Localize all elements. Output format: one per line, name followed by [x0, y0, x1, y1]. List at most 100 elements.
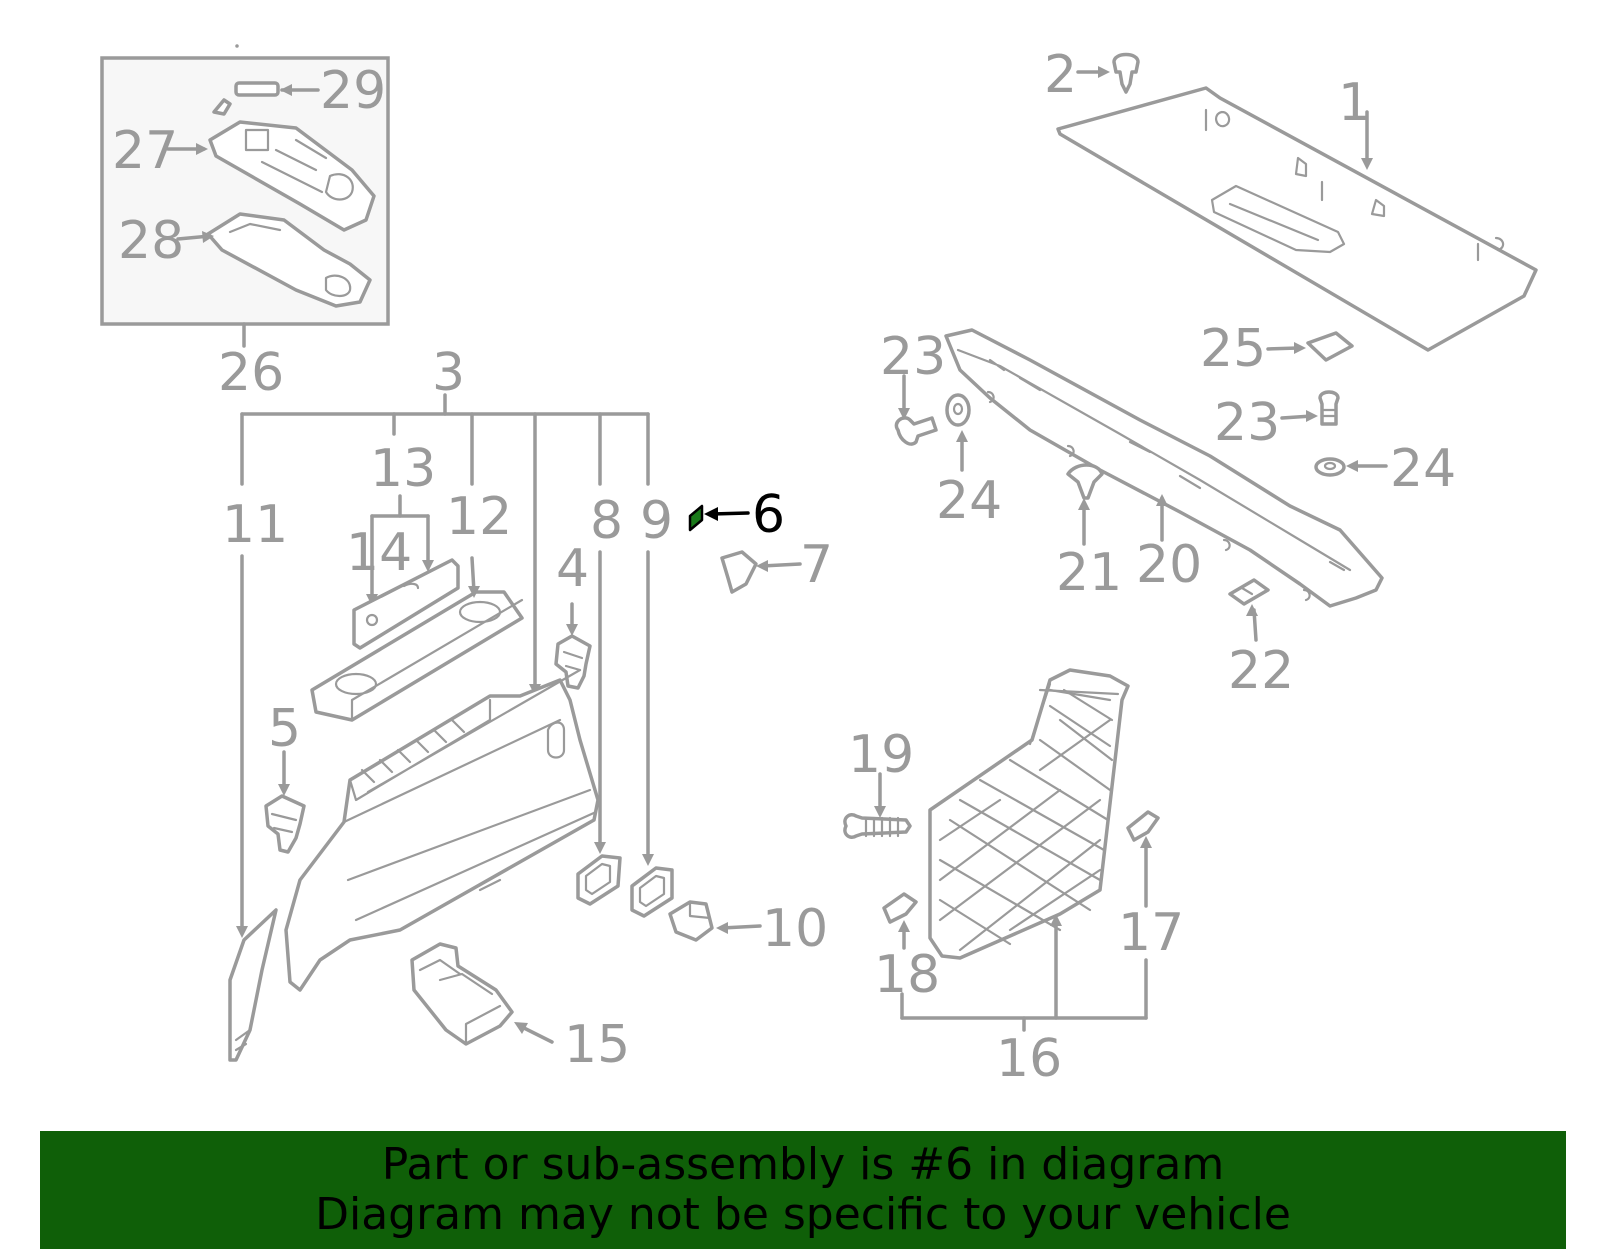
- part-20-outline: [944, 328, 1384, 608]
- callout-8: 8: [590, 491, 623, 551]
- leader-10: [720, 924, 762, 930]
- part-24-right-shape: [1314, 457, 1346, 477]
- arrowhead-22: [1246, 604, 1258, 616]
- arrowhead-6: [704, 507, 718, 521]
- callout-22: 22: [1228, 641, 1294, 701]
- callout-21: 21: [1056, 543, 1122, 603]
- part-4-clip: [554, 602, 592, 690]
- part-11-shape: [228, 908, 278, 1062]
- arrowhead-23-right: [1306, 410, 1318, 422]
- callout-29: 29: [320, 61, 386, 121]
- part-28-detail: [228, 222, 352, 298]
- part-25-cap: [1266, 331, 1354, 362]
- part-17-hook: [1126, 810, 1160, 908]
- arrowhead-28: [202, 231, 214, 243]
- part-9-shape: [630, 866, 674, 918]
- part-12-cupholder: [310, 556, 524, 722]
- part-20-rail-trim: [944, 328, 1384, 608]
- part-24-washer-right: [1314, 457, 1388, 477]
- part-3-side-panel: [284, 668, 600, 992]
- part-18-hook: [882, 892, 918, 950]
- arrowhead-25: [1294, 342, 1306, 354]
- part-5-shape: [264, 794, 306, 854]
- part-22-clip: [1228, 578, 1270, 642]
- leader-25: [1266, 346, 1300, 351]
- callout-14: 14: [346, 523, 412, 583]
- inset-box-overhead-console: [100, 44, 390, 326]
- part-20-detail: [956, 348, 1352, 602]
- part-14-screw: [365, 613, 379, 627]
- callout-12: 12: [446, 487, 512, 547]
- callout-7: 7: [800, 535, 833, 595]
- part-29-clip: [234, 81, 280, 97]
- callout-27: 27: [112, 121, 178, 181]
- part-2-clip: [1076, 52, 1140, 94]
- part-6-highlighted: [688, 504, 750, 532]
- part-3-outline: [284, 678, 600, 992]
- part-15-bracket: [410, 942, 554, 1046]
- callout-3: 3: [432, 343, 465, 403]
- arrowhead-23-left: [898, 408, 910, 420]
- part-17-shape: [1126, 810, 1160, 842]
- callout-24-left: 24: [936, 471, 1002, 531]
- part-23-bolt-left: [894, 374, 938, 446]
- part-1-details: [1204, 108, 1505, 262]
- arrowhead-21: [1078, 498, 1090, 510]
- part-13-shape: [352, 558, 460, 650]
- part-21-push-pin: [1066, 463, 1104, 546]
- part-27-detail: [244, 128, 354, 201]
- bracket-3: [240, 393, 650, 696]
- callout-6: 6: [752, 485, 785, 545]
- part-6-shape: [688, 504, 704, 532]
- callout-15: 15: [564, 1015, 630, 1075]
- callout-16: 16: [996, 1029, 1062, 1089]
- info-banner: Part or sub-assembly is #6 in diagram Di…: [40, 1131, 1566, 1249]
- part-24-left-shape: [945, 393, 971, 427]
- leader-7: [760, 562, 802, 568]
- callout-26: 26: [218, 343, 284, 403]
- part-4-shape: [554, 634, 592, 690]
- part-24-washer-left: [945, 393, 971, 472]
- callout-20: 20: [1136, 535, 1202, 595]
- banner-line-disclaimer: Diagram may not be specific to your vehi…: [315, 1189, 1291, 1240]
- callout-23-left: 23: [880, 327, 946, 387]
- callout-9: 9: [640, 491, 673, 551]
- arrowhead-20: [1156, 494, 1168, 506]
- callout-23-right: 23: [1214, 393, 1280, 453]
- callout-11: 11: [222, 495, 288, 555]
- part-29-hook: [212, 98, 232, 116]
- part-13-cover: [352, 558, 460, 650]
- arrowhead-27: [196, 143, 208, 155]
- arrowhead-29: [280, 84, 292, 96]
- part-16-mesh: [938, 688, 1114, 952]
- callout-24-right: 24: [1390, 439, 1456, 499]
- part-5-clip: [264, 750, 306, 854]
- callout-1: 1: [1338, 73, 1371, 133]
- part-1-outline: [1056, 86, 1538, 352]
- part-12-cup-2: [334, 672, 378, 696]
- part-25-shape: [1306, 331, 1354, 362]
- arrowhead-1: [1361, 158, 1373, 170]
- part-19-screw: [843, 772, 912, 839]
- callout-4: 4: [556, 539, 589, 599]
- callout-18: 18: [874, 945, 940, 1005]
- part-28-lens: [206, 212, 372, 308]
- arrowhead-24-left: [956, 430, 968, 442]
- leader-15: [518, 1024, 554, 1044]
- callout-10: 10: [762, 899, 828, 959]
- callout-28: 28: [118, 211, 184, 271]
- arrowhead-24-right: [1346, 460, 1358, 472]
- callout-labels: 1 2 3 4 5 6 7 8 9 10 11 12 13 14 15 16 1…: [112, 45, 1456, 1089]
- part-2-shape: [1112, 52, 1140, 94]
- part-8-bezel: [576, 550, 622, 906]
- part-10-clip: [668, 900, 762, 942]
- part-23-bolt-right: [1280, 390, 1340, 426]
- part-18-shape: [882, 892, 918, 924]
- part-3-detail: [342, 718, 598, 922]
- arrowhead-2: [1098, 66, 1110, 78]
- part-23-right-shape: [1318, 390, 1340, 426]
- part-15-shape: [410, 942, 514, 1046]
- callout-2: 2: [1044, 45, 1077, 105]
- part-11-strip: [228, 554, 278, 1062]
